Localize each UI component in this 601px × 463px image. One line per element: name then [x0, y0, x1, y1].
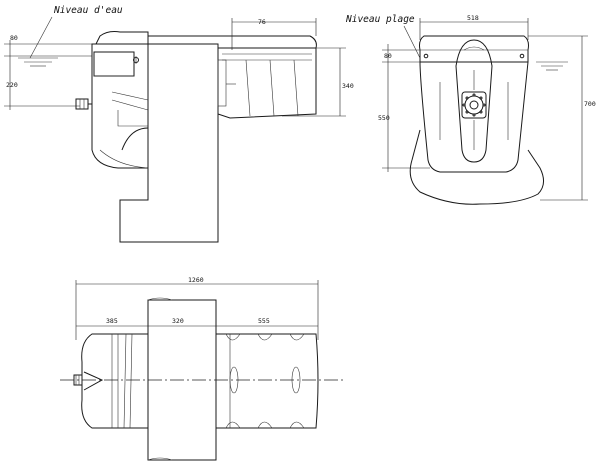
- dim-385: 385: [106, 317, 118, 325]
- water-level-symbol-front: [536, 61, 568, 71]
- plan-view: 1260 385 320 555: [60, 276, 344, 461]
- dim-76: 76: [258, 18, 266, 26]
- pipe-stub: [75, 98, 89, 110]
- dim-700: 700: [584, 100, 596, 108]
- dim-518: 518: [467, 14, 479, 22]
- dim-340: 340: [342, 82, 354, 90]
- water-level-leader: [29, 16, 53, 59]
- flap-arrow: [83, 371, 104, 391]
- top-cover: [147, 35, 317, 49]
- weir-flap: [455, 39, 493, 163]
- side-view: Niveau d'eau 80 220: [4, 5, 354, 243]
- dim-1260: 1260: [188, 276, 204, 284]
- skimmer-flap: [93, 51, 135, 77]
- dim-80-front: 80: [384, 52, 392, 60]
- skimmer-front-body: [419, 35, 529, 173]
- concrete-wall: [119, 43, 219, 243]
- dim-550: 550: [378, 114, 390, 122]
- beach-level-label: Niveau plage: [345, 14, 415, 25]
- skimmer-body: [91, 43, 149, 169]
- return-nozzle: [461, 91, 487, 119]
- water-level-label: Niveau d'eau: [53, 5, 123, 16]
- dim-220: 220: [6, 81, 18, 89]
- filter-basket: [217, 47, 317, 119]
- water-level-symbol: [18, 57, 58, 67]
- dim-320: 320: [172, 317, 184, 325]
- basket-plan: [215, 333, 319, 429]
- dim-80-left: 80: [10, 34, 18, 42]
- beach-level-leader: [403, 25, 421, 59]
- dim-555: 555: [258, 317, 270, 325]
- skimmer-plan-body: [81, 333, 149, 429]
- base-outline: [409, 149, 544, 205]
- skimmer-lid-edge: [95, 31, 149, 45]
- front-view: Niveau plage 518 80 550 700: [345, 14, 596, 205]
